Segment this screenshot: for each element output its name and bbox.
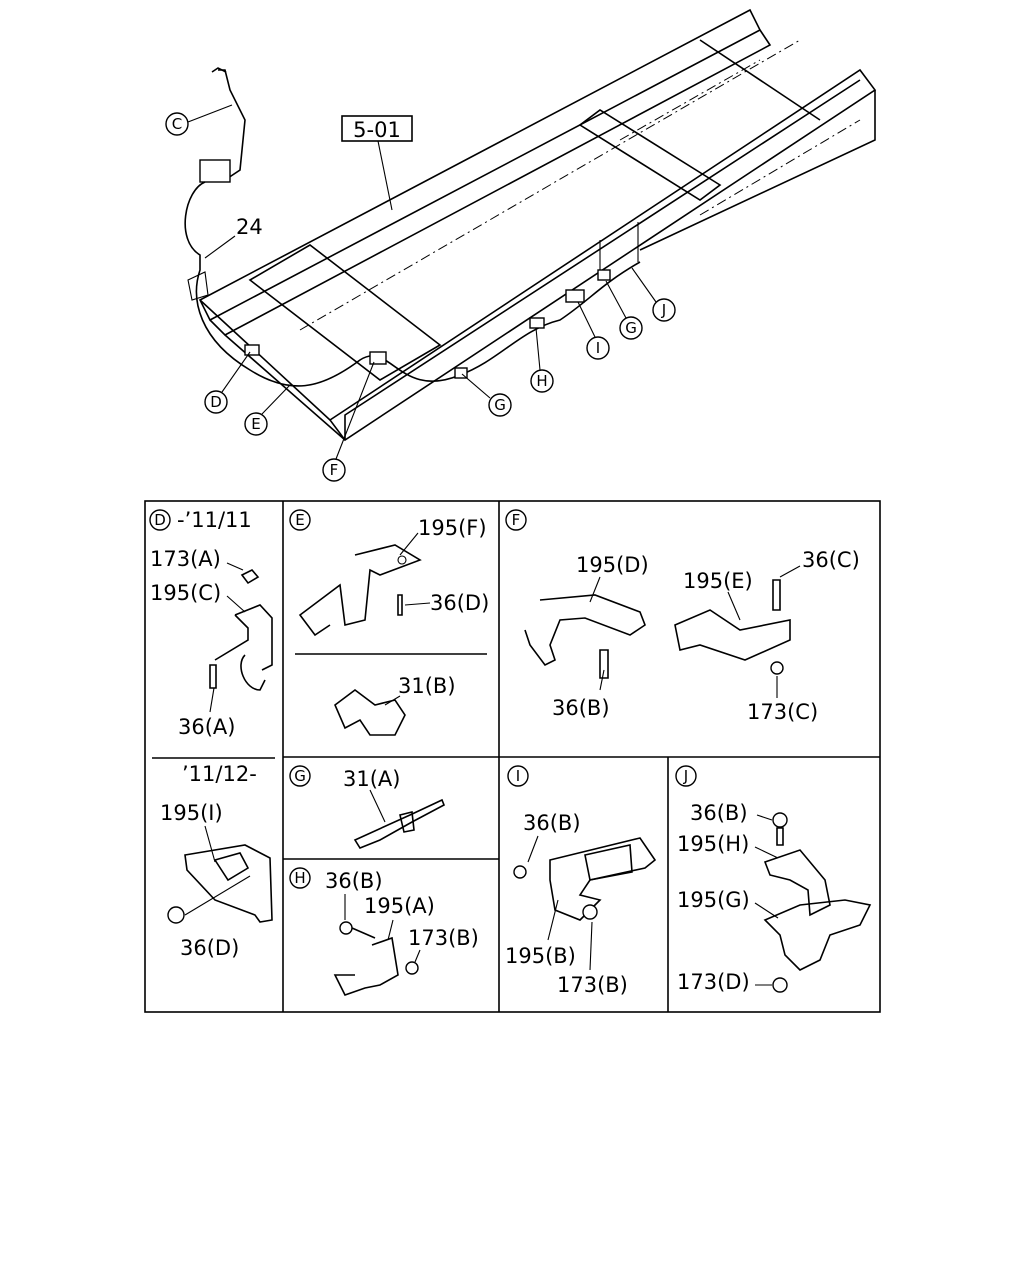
part-24-label: 24 — [236, 215, 263, 239]
panel-I-marker: I — [516, 767, 520, 785]
panel-E[interactable]: E 195(F) 36(D) 31(B) — [289, 509, 489, 736]
panel-H[interactable]: H 36(B) 195(A) 173(B) — [289, 867, 479, 996]
clip-195E-part — [674, 579, 791, 675]
callout-J[interactable]: J — [631, 267, 676, 322]
detail-grid — [144, 500, 881, 1013]
callout-D-label: D — [210, 393, 222, 411]
panel-D2-date: ’11/12- — [182, 762, 257, 786]
panel-F-label-36B: 36(B) — [552, 696, 610, 720]
callout-C[interactable]: C — [165, 104, 233, 136]
bracket-195C-part — [209, 569, 273, 691]
callout-H-label: H — [536, 372, 547, 390]
brake-cable-illustration — [184, 67, 641, 387]
panel-F-label-173C: 173(C) — [747, 700, 818, 724]
panel-G-marker: G — [294, 767, 306, 785]
panel-H-label-173B: 173(B) — [408, 926, 479, 950]
callout-C-label: C — [172, 115, 182, 133]
panel-D2-label-195I: 195(I) — [160, 801, 223, 825]
panel-F-marker: F — [512, 511, 521, 529]
callout-G2-label: G — [625, 319, 637, 337]
bracket-195B-part — [513, 837, 657, 921]
panel-I-label-36B: 36(B) — [523, 811, 581, 835]
panel-E-marker: E — [295, 511, 304, 529]
panel-I-label-195B: 195(B) — [505, 944, 576, 968]
panel-D-label-36A: 36(A) — [178, 715, 235, 739]
panel-E-label-195F: 195(F) — [418, 516, 487, 540]
panel-I-label-173B: 173(B) — [557, 973, 628, 997]
callout-G-main-2[interactable]: G — [605, 280, 643, 340]
panel-J[interactable]: J 36(B) 195(H) 195(G) 173(D) — [675, 765, 872, 994]
panel-F-label-36C: 36(C) — [802, 548, 860, 572]
callout-I-label: I — [596, 339, 600, 357]
callout-G-main-1[interactable]: G — [461, 373, 512, 417]
clip-31B-part — [334, 689, 406, 736]
bracket-195A-part — [333, 921, 419, 996]
panel-F[interactable]: F 195(D) 36(B) 195(E) 36(C) 173(C) — [505, 509, 860, 724]
clip-195F-part — [298, 544, 422, 637]
panel-J-marker: J — [683, 767, 688, 785]
bracket-195H-G-part — [763, 812, 872, 993]
callout-J-label: J — [661, 301, 666, 319]
panel-H-label-36B: 36(B) — [325, 869, 383, 893]
panel-D-marker: D — [154, 511, 166, 529]
reference-box-label: 5-01 — [353, 118, 401, 142]
panel-F-label-195E: 195(E) — [683, 569, 753, 593]
callout-F[interactable]: F — [322, 361, 375, 482]
panel-I[interactable]: I 36(B) 195(B) 173(B) — [505, 765, 657, 997]
panel-H-marker: H — [294, 869, 305, 887]
panel-E-label-36D: 36(D) — [430, 591, 489, 615]
callout-F-label: F — [330, 461, 339, 479]
callout-E[interactable]: E — [244, 384, 291, 436]
panel-D2[interactable]: ’11/12- 195(I) 36(D) — [160, 762, 273, 960]
panel-D-date: -’11/11 — [177, 508, 252, 532]
panel-D[interactable]: D -’11/11 173(A) 195(C) 36(A) — [149, 508, 273, 739]
panel-H-label-195A: 195(A) — [364, 894, 435, 918]
callout-H[interactable]: H — [530, 327, 554, 393]
callout-I[interactable]: I — [577, 301, 610, 360]
callout-D[interactable]: D — [204, 351, 251, 414]
panel-D-label-173A: 173(A) — [150, 547, 221, 571]
panel-G[interactable]: G 31(A) — [289, 765, 446, 849]
callout-E-label: E — [251, 415, 260, 433]
chassis-frame-illustration — [198, 8, 877, 442]
panel-J-label-173D: 173(D) — [677, 970, 750, 994]
bracket-195I-part — [167, 844, 273, 924]
bracket-195D-part — [524, 594, 646, 679]
panel-J-label-195H: 195(H) — [677, 832, 749, 856]
panel-J-label-195G: 195(G) — [677, 888, 750, 912]
panel-F-label-195D: 195(D) — [576, 553, 649, 577]
panel-G-label-31A: 31(A) — [343, 767, 400, 791]
panel-J-label-36B: 36(B) — [690, 801, 748, 825]
panel-D-label-195C: 195(C) — [150, 581, 221, 605]
panel-D2-label-36D: 36(D) — [180, 936, 239, 960]
callout-G1-label: G — [494, 396, 506, 414]
reference-box-5-01[interactable]: 5-01 — [341, 115, 413, 211]
panel-E-label-31B: 31(B) — [398, 674, 456, 698]
tie-31A-part — [353, 798, 446, 849]
